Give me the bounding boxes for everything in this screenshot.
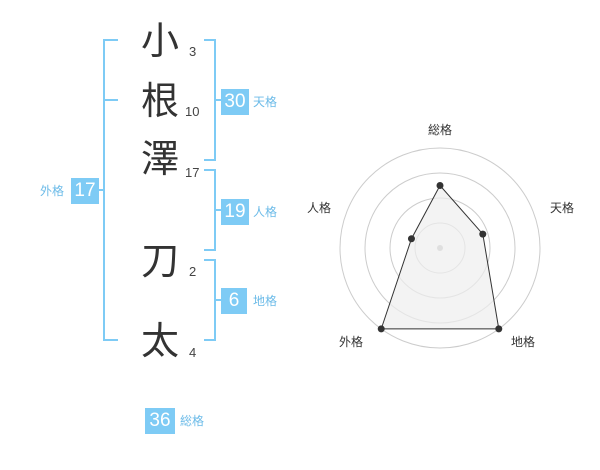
jinkaku-value: 19 — [221, 199, 249, 225]
radar-axis-label-2: 天格 — [550, 200, 574, 215]
chikaku-value: 6 — [221, 288, 247, 314]
radar-point-3 — [495, 325, 503, 333]
radar-point-2 — [479, 230, 487, 238]
name-char-1: 小 — [140, 19, 179, 63]
radar-ring-4 — [339, 147, 541, 349]
radar-point-5 — [407, 235, 415, 243]
radar-axis-label-4: 外格 — [339, 334, 363, 349]
stroke-count-1: 3 — [189, 44, 197, 59]
chikaku-label: 地格 — [253, 294, 278, 308]
radar-axis-label-1: 総格 — [428, 122, 452, 137]
radar-series-polygon — [380, 184, 500, 330]
soukaku-value: 36 — [145, 408, 175, 434]
stroke-count-3: 17 — [185, 165, 200, 180]
radar-axis-label-3: 地格 — [511, 334, 535, 349]
name-char-3: 澤 — [140, 137, 179, 181]
tenkaku-label: 天格 — [253, 95, 278, 109]
gaikaku-label: 外格 — [40, 184, 65, 198]
radar-point-4 — [377, 325, 385, 333]
stroke-count-4: 2 — [189, 264, 197, 279]
stroke-count-5: 4 — [189, 345, 197, 360]
name-char-2: 根 — [140, 79, 179, 123]
stroke-count-2: 10 — [185, 104, 200, 119]
name-char-5: 太 — [140, 319, 179, 363]
radar-axis-label-5: 人格 — [307, 200, 331, 215]
jinkaku-label: 人格 — [253, 205, 278, 219]
soukaku-label: 総格 — [180, 414, 205, 428]
radar-point-1 — [436, 182, 444, 189]
tenkaku-value: 30 — [221, 89, 249, 115]
gaikaku-value: 17 — [71, 178, 99, 204]
name-char-4: 刀 — [140, 239, 179, 283]
